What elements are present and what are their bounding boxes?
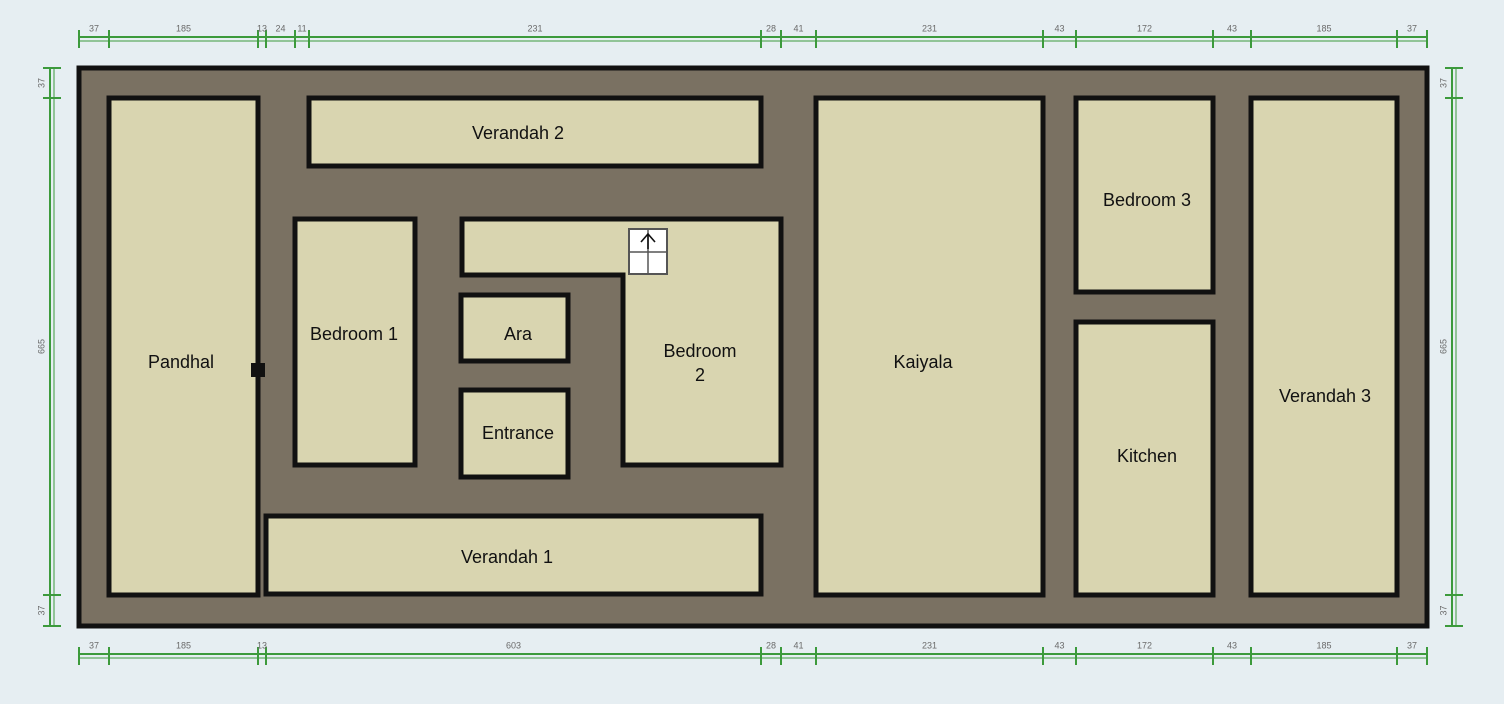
dimension-label-top: 24 <box>275 23 285 33</box>
dimension-label-top: 13 <box>257 23 267 33</box>
room-entrance: Entrance <box>458 387 571 480</box>
dimension-lines: 37 185 13 24 11 231 28 41 231 43 172 43 185 37 37 185 13… <box>36 23 1463 665</box>
room-kaiyala: Kaiyala <box>813 95 1046 598</box>
room-bedroom-2: Bedroom 2 <box>459 216 784 468</box>
room-label-verandah-2: Verandah 2 <box>472 123 564 143</box>
room-verandah-3: Verandah 3 <box>1248 95 1400 598</box>
post-marker-icon <box>251 363 265 377</box>
dimension-label-top: 41 <box>793 23 803 33</box>
room-bedroom-1: Bedroom 1 <box>292 216 418 468</box>
dimension-label-top: 43 <box>1227 23 1237 33</box>
dimension-label-top: 11 <box>297 23 306 33</box>
room-verandah-2: Verandah 2 <box>306 95 764 169</box>
room-label-bedroom-2: Bedroom <box>663 341 736 361</box>
room-label-ara: Ara <box>504 324 533 344</box>
room-label-kaiyala: Kaiyala <box>893 352 953 372</box>
room-verandah-1: Verandah 1 <box>263 513 764 597</box>
dimension-label-left: 665 <box>36 339 46 354</box>
dimension-label-top: 231 <box>527 23 542 33</box>
room-label-kitchen: Kitchen <box>1117 446 1177 466</box>
dimension-label-bottom: 231 <box>922 640 937 650</box>
room-bedroom-3: Bedroom 3 <box>1073 95 1216 295</box>
dimension-label-top: 43 <box>1054 23 1064 33</box>
room-label-bedroom-3: Bedroom 3 <box>1103 190 1191 210</box>
dimension-label-top: 28 <box>766 23 776 33</box>
room-label-entrance: Entrance <box>482 423 554 443</box>
room-kitchen: Kitchen <box>1073 319 1216 598</box>
room-label-pandhal: Pandhal <box>148 352 214 372</box>
dimension-label-right: 665 <box>1438 339 1448 354</box>
dimension-label-bottom: 13 <box>257 640 267 650</box>
room-label-verandah-1: Verandah 1 <box>461 547 553 567</box>
room-label-bedroom-2-line2: 2 <box>695 365 705 385</box>
dimension-label-bottom: 172 <box>1137 640 1152 650</box>
dimension-label-right: 37 <box>1438 605 1448 615</box>
dimension-label-bottom: 41 <box>793 640 803 650</box>
dimension-label-top: 37 <box>89 23 99 33</box>
dimension-label-top: 37 <box>1407 23 1417 33</box>
dimension-label-bottom: 28 <box>766 640 776 650</box>
dimension-label-left: 37 <box>36 605 46 615</box>
dimension-label-top: 185 <box>1316 23 1331 33</box>
room-ara: Ara <box>458 292 571 364</box>
dimension-label-bottom: 185 <box>176 640 191 650</box>
dimension-label-top: 231 <box>922 23 937 33</box>
dimension-label-bottom: 185 <box>1316 640 1331 650</box>
dimension-label-top: 185 <box>176 23 191 33</box>
stair-up-arrow-icon <box>628 228 668 275</box>
dimension-label-bottom: 43 <box>1227 640 1237 650</box>
room-label-verandah-3: Verandah 3 <box>1279 386 1371 406</box>
dimension-label-left: 37 <box>36 78 46 88</box>
room-pandhal: Pandhal <box>106 95 261 598</box>
dimension-label-bottom: 603 <box>506 640 521 650</box>
dimension-label-top: 172 <box>1137 23 1152 33</box>
dimension-label-bottom: 37 <box>89 640 99 650</box>
dimension-label-bottom: 43 <box>1054 640 1064 650</box>
dimension-label-bottom: 37 <box>1407 640 1417 650</box>
room-label-bedroom-1: Bedroom 1 <box>310 324 398 344</box>
dimension-label-right: 37 <box>1438 78 1448 88</box>
